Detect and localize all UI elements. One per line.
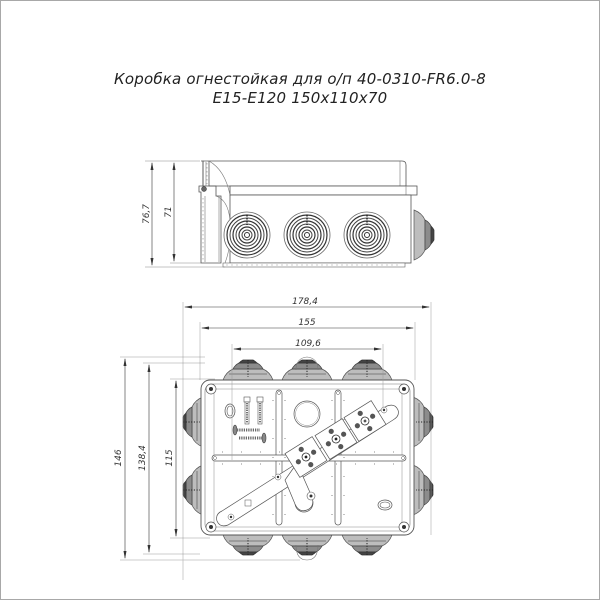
dim-body-height: 71	[164, 206, 174, 217]
dim-body-depth: 138,4	[138, 445, 148, 471]
cable-gland-top-2	[280, 359, 334, 383]
cable-gland-bottom-2	[280, 532, 334, 556]
dim-mount-spacing-y: 115	[165, 449, 175, 466]
terminal-block-1	[284, 436, 328, 478]
cable-gland-bottom-1	[221, 532, 275, 556]
terminal-block-3	[343, 400, 387, 442]
dim-body-width: 155	[298, 318, 315, 328]
side-view: 76,7 71	[142, 160, 435, 268]
terminal-block-2	[314, 418, 358, 460]
cable-gland-top-3	[340, 359, 394, 383]
cable-gland-front-3	[343, 211, 391, 259]
cable-gland-front-2	[283, 211, 331, 259]
corner-screws	[205, 383, 410, 533]
dim-overall-depth: 146	[114, 449, 124, 466]
dim-overall-width: 178,4	[292, 297, 318, 307]
dim-mount-spacing-x: 109,6	[295, 339, 321, 349]
spare-screws	[232, 396, 267, 444]
top-view: 178,4 155 109,6 146 138,4 115	[114, 297, 434, 580]
cable-gland-front-1	[223, 211, 271, 259]
dim-overall-height: 76,7	[142, 204, 152, 224]
drawing-title-line1: Коробка огнестойкая для о/п 40-0310-FR6.…	[114, 70, 486, 88]
drawing-title-line2: E15-E120 150х110х70	[212, 89, 388, 107]
cable-gland-side-profile	[413, 209, 435, 261]
cable-gland-bottom-3	[340, 532, 394, 556]
cable-gland-top-1	[221, 359, 275, 383]
